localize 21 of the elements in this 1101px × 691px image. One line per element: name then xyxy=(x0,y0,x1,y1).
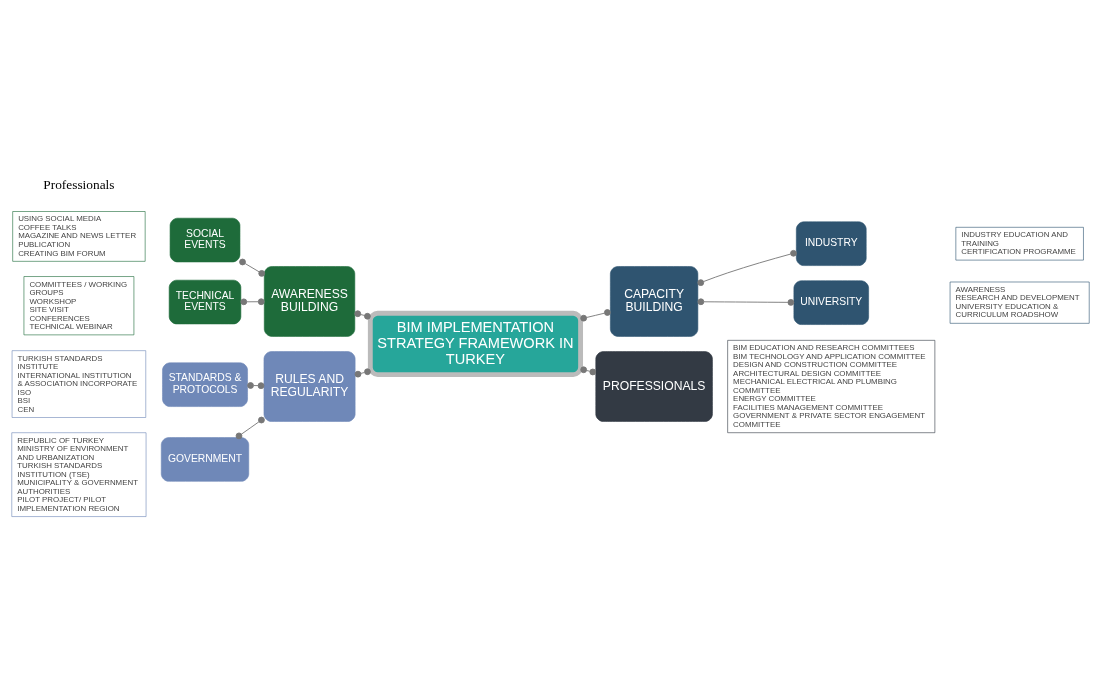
connector xyxy=(354,368,371,378)
connector xyxy=(235,416,265,440)
connector xyxy=(240,298,265,306)
label: Professionals xyxy=(43,176,115,192)
connector xyxy=(697,249,797,286)
node-box: RULES AND REGULARITY xyxy=(263,351,356,422)
connector xyxy=(697,298,795,306)
connector xyxy=(580,366,597,376)
node-box: CAPACITY BUILDING xyxy=(610,266,699,337)
node-box: INDUSTRY xyxy=(796,221,867,266)
node-box: TECHNICAL EVENTS xyxy=(168,279,242,325)
node-box: GOVERNMENT xyxy=(160,437,250,482)
connector xyxy=(239,258,266,277)
connector xyxy=(580,309,611,322)
node-box: STANDARDS & PROTOCOLS xyxy=(162,362,248,407)
node-box: AWARENESS BUILDING xyxy=(263,266,356,337)
node-box: BIM IMPLEMENTATION STRATEGY FRAMEWORK IN TURKEY xyxy=(367,310,583,378)
node-box: SOCIAL EVENTS xyxy=(169,217,241,263)
node-box: UNIVERSITY xyxy=(793,280,869,325)
connector xyxy=(354,310,371,320)
node-box: PROFESSIONALS xyxy=(595,351,713,422)
